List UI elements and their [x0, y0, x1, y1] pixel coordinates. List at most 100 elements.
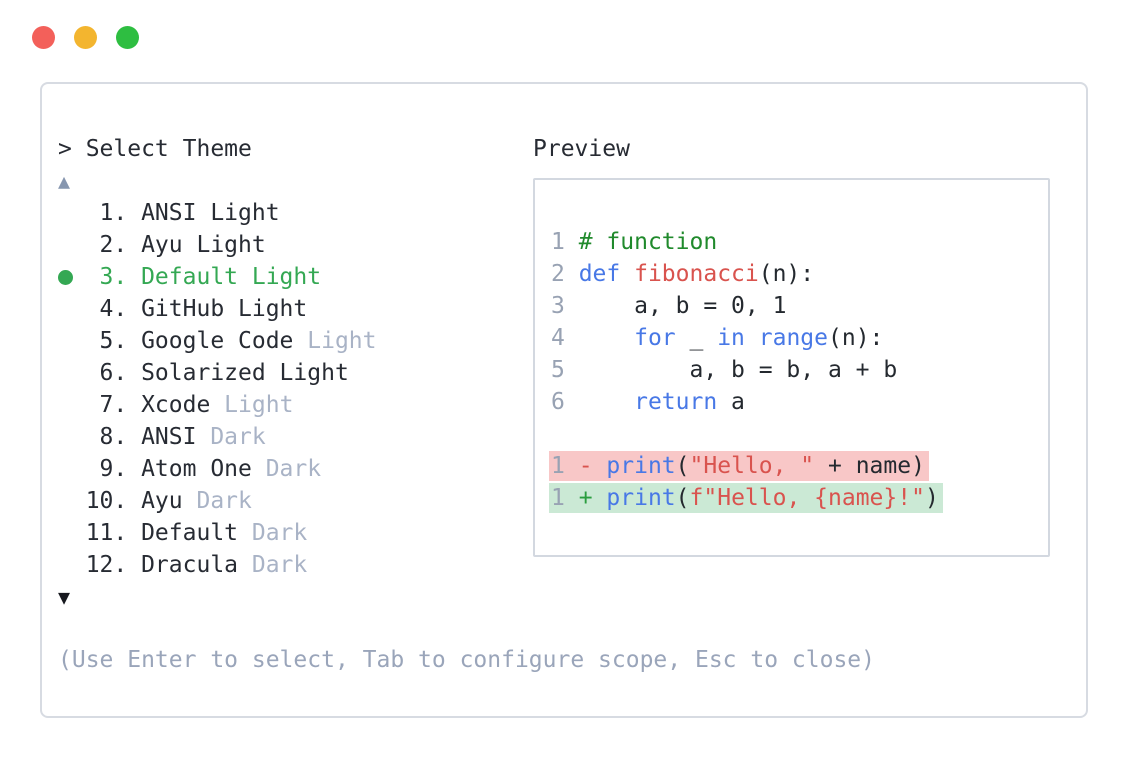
theme-selector: > Select Theme ▲ 1. ANSI Light 2. Ayu Li…	[58, 133, 533, 613]
theme-number: 11.	[85, 520, 142, 546]
selected-bullet-icon	[58, 261, 86, 293]
theme-name: Solarized Light	[141, 360, 349, 386]
diff-highlight: 1 + print(f"Hello, {name}!")	[549, 483, 943, 513]
close-button[interactable]	[32, 26, 55, 49]
theme-number: 3.	[85, 264, 142, 290]
theme-option[interactable]: 3. Default Light	[58, 261, 533, 293]
theme-name: Dracula	[141, 552, 239, 578]
code-token: for	[634, 325, 676, 351]
code-line: 3 a, b = 0, 1	[551, 290, 1048, 322]
diff-line-added: 1 + print(f"Hello, {name}!")	[549, 482, 1048, 514]
theme-option[interactable]: 10. Ayu Dark	[58, 485, 533, 517]
content-row: > Select Theme ▲ 1. ANSI Light 2. Ayu Li…	[58, 133, 1062, 613]
theme-name: Google Code	[141, 328, 294, 354]
code-token: )	[924, 485, 939, 511]
code-token	[745, 325, 759, 351]
code-token: (n):	[758, 261, 815, 287]
code-token: fibonacci	[634, 261, 759, 287]
code-token: return	[634, 389, 718, 415]
theme-variant: Dark	[196, 424, 266, 450]
theme-variant: Dark	[238, 520, 308, 546]
zoom-button[interactable]	[116, 26, 139, 49]
code-token: print	[606, 453, 676, 479]
line-number: 6	[551, 389, 579, 415]
theme-number: 6.	[85, 360, 142, 386]
diff-line-removed: 1 - print("Hello, " + name)	[549, 450, 1048, 482]
theme-name: Ayu Light	[141, 232, 266, 258]
theme-name: ANSI Light	[141, 200, 280, 226]
theme-variant: Dark	[238, 552, 308, 578]
theme-number: 5.	[85, 328, 142, 354]
theme-variant: Dark	[182, 488, 252, 514]
window-controls	[32, 26, 139, 49]
code-token: # function	[578, 229, 718, 255]
scroll-down-icon[interactable]: ▼	[58, 585, 71, 609]
code-line: 1 # function	[551, 226, 1048, 258]
code-token: in	[717, 325, 745, 351]
code-token: + name)	[814, 453, 925, 479]
theme-number: 10.	[85, 488, 142, 514]
line-number: 2	[551, 261, 579, 287]
theme-name: Ayu	[141, 488, 183, 514]
minimize-button[interactable]	[74, 26, 97, 49]
line-number: 3	[551, 293, 579, 319]
theme-number: 4.	[85, 296, 142, 322]
line-number: 1	[551, 453, 579, 479]
line-number: 1	[551, 485, 579, 511]
theme-number: 8.	[85, 424, 142, 450]
theme-option[interactable]: 9. Atom One Dark	[58, 453, 533, 485]
bullet-dot-icon	[58, 270, 73, 285]
theme-variant: Light	[293, 328, 377, 354]
code-line	[551, 418, 1048, 450]
line-number: 5	[551, 357, 579, 383]
theme-list: 1. ANSI Light 2. Ayu Light 3. Default Li…	[58, 197, 533, 581]
theme-option[interactable]: 11. Default Dark	[58, 517, 533, 549]
theme-variant: Dark	[251, 456, 322, 482]
theme-selector-panel: > Select Theme ▲ 1. ANSI Light 2. Ayu Li…	[40, 82, 1088, 718]
code-token: a	[717, 389, 745, 415]
theme-number: 2.	[85, 232, 142, 258]
theme-name: Default Light	[141, 264, 322, 290]
theme-option[interactable]: 5. Google Code Light	[58, 325, 533, 357]
code-line: 2 def fibonacci(n):	[551, 258, 1048, 290]
theme-number: 1.	[85, 200, 142, 226]
code-token	[579, 325, 634, 351]
theme-variant: Light	[210, 392, 294, 418]
theme-option[interactable]: 6. Solarized Light	[58, 357, 533, 389]
help-text: (Use Enter to select, Tab to configure s…	[58, 647, 875, 673]
code-token: -	[578, 453, 593, 479]
prompt-line: > Select Theme	[58, 136, 252, 162]
code-token: +	[578, 485, 593, 511]
code-token: a, b = 0, 1	[578, 293, 787, 319]
theme-option[interactable]: 4. GitHub Light	[58, 293, 533, 325]
code-token	[593, 453, 607, 479]
theme-number: 7.	[85, 392, 142, 418]
code-token: f"Hello, {name}!"	[689, 485, 925, 511]
theme-option[interactable]: 1. ANSI Light	[58, 197, 533, 229]
theme-option[interactable]: 8. ANSI Dark	[58, 421, 533, 453]
code-token: (	[675, 485, 690, 511]
code-token	[579, 389, 634, 415]
theme-name: Atom One	[141, 456, 252, 482]
theme-name: Xcode	[141, 392, 211, 418]
code-token: (n):	[828, 325, 884, 351]
code-token: (	[675, 453, 690, 479]
scroll-up-icon[interactable]: ▲	[58, 169, 71, 193]
theme-option[interactable]: 2. Ayu Light	[58, 229, 533, 261]
code-token: print	[606, 485, 676, 511]
code-token: _	[675, 325, 718, 351]
code-token: a, b = b, a + b	[578, 357, 898, 383]
theme-number: 9.	[85, 456, 142, 482]
theme-option[interactable]: 12. Dracula Dark	[58, 549, 533, 581]
code-token	[593, 485, 607, 511]
line-number: 1	[551, 229, 579, 255]
theme-name: GitHub Light	[141, 296, 308, 322]
code-token: range	[758, 325, 828, 351]
theme-name: ANSI	[141, 424, 197, 450]
preview-title: Preview	[533, 136, 630, 162]
theme-option[interactable]: 7. Xcode Light	[58, 389, 533, 421]
code-token: def	[578, 261, 621, 287]
